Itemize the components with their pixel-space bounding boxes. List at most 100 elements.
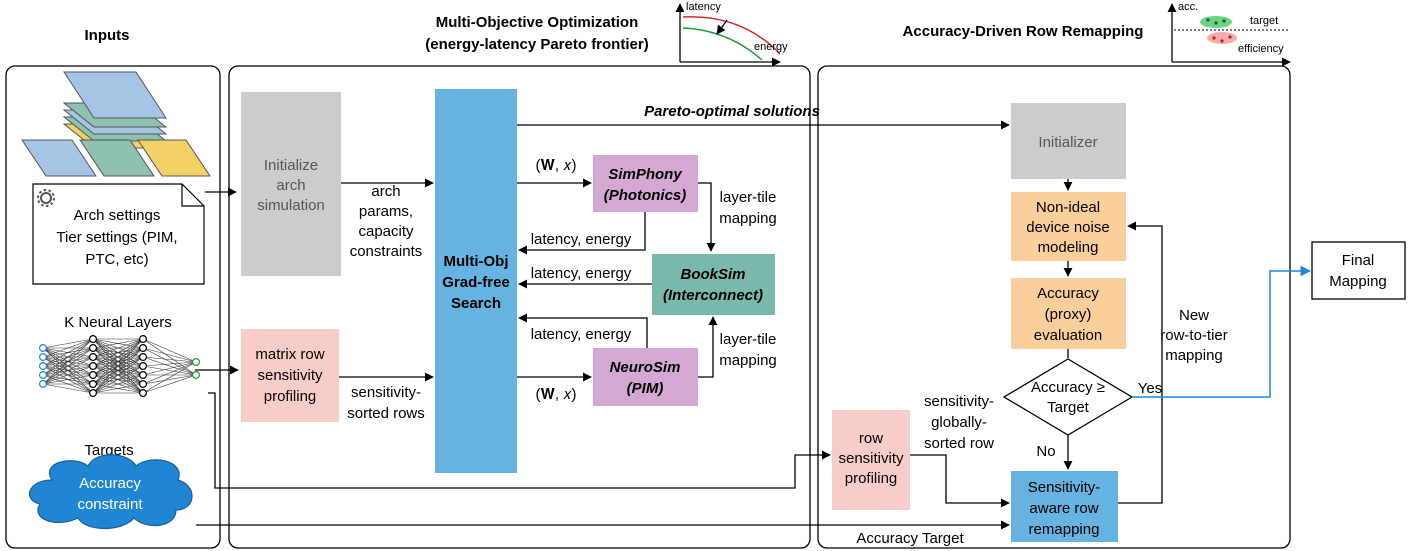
- w-x-top-label: (𝐖, 𝑥): [535, 157, 576, 174]
- matrix-row-profiling-text-2: sensitivity: [257, 367, 323, 384]
- nn-node: [192, 358, 201, 367]
- w-x-bottom-label: (𝐖, 𝑥): [535, 386, 576, 403]
- nn-node: [88, 344, 97, 353]
- arch-settings-text-1: Arch settings: [74, 207, 161, 224]
- noise-modeling-text-3: modeling: [1038, 239, 1099, 256]
- inset-efficiency-label: efficiency: [1238, 43, 1284, 55]
- arch-params-text-4: constraints: [350, 243, 423, 260]
- nn-node: [139, 380, 148, 389]
- no-label: No: [1036, 443, 1055, 460]
- nn-edge: [92, 338, 144, 394]
- nn-edge: [42, 338, 94, 367]
- initializer-text: Initializer: [1038, 134, 1097, 151]
- latency-energy-label-2: latency, energy: [531, 265, 632, 282]
- remap-heading: Accuracy-Driven Row Remapping: [903, 23, 1144, 40]
- moo-panel: [228, 65, 811, 549]
- initializer-box: [1011, 103, 1126, 179]
- neurosim-text-1: NeuroSim: [610, 359, 681, 376]
- nn-edge: [142, 338, 197, 376]
- accuracy-constraint-cloud: [28, 454, 193, 529]
- globally-sorted-text-2: globally-: [931, 414, 987, 431]
- remap-panel: [817, 65, 1291, 549]
- globally-sorted-text-1: sensitivity-: [924, 393, 994, 410]
- row-profiling-text-1: row: [859, 430, 883, 447]
- nn-edge: [142, 338, 197, 363]
- arch-params-text-1: arch: [371, 183, 400, 200]
- search-text-2: Grad-free: [442, 274, 510, 291]
- nn-edge: [142, 356, 197, 363]
- final-mapping-box: [1311, 241, 1406, 300]
- nn-edge: [142, 361, 197, 385]
- sorted-rows-text-2: sorted rows: [347, 405, 425, 422]
- nn-edge: [92, 365, 144, 394]
- connector-arrows: [195, 120, 1163, 530]
- nn-edge: [142, 356, 197, 376]
- settings-document: [32, 183, 205, 285]
- accuracy-eval-text-2: (proxy): [1045, 306, 1092, 323]
- row-profiling-text-2: sensitivity: [838, 450, 904, 467]
- arch-params-text-2: params,: [359, 203, 413, 220]
- noise-modeling-text-1: Non-ideal: [1036, 199, 1100, 216]
- new-mapping-text-3: mapping: [1165, 347, 1223, 364]
- arch-settings-text-3: PTC, etc): [85, 251, 148, 268]
- noise-modeling-text-2: device noise: [1026, 219, 1109, 236]
- k-neural-layers-label: K Neural Layers: [64, 314, 172, 331]
- nn-edge: [142, 374, 197, 385]
- matrix-row-profiling-text-3: profiling: [264, 388, 317, 405]
- accuracy-inset-chart: acc. target efficiency: [1167, 1, 1291, 67]
- init-arch-sim-text-2: arch: [276, 177, 305, 194]
- layer-tile-mapping-bottom-1: layer-tile: [720, 331, 777, 348]
- nn-edge: [92, 374, 144, 394]
- simphony-box: [593, 155, 698, 212]
- nn-node: [88, 335, 97, 344]
- nn-edge: [92, 356, 144, 394]
- nn-node: [139, 389, 148, 398]
- init-arch-sim-text-1: Initialize: [264, 157, 318, 174]
- final-mapping-text-1: Final: [1342, 252, 1375, 269]
- nn-node: [88, 389, 97, 398]
- accuracy-constraint-text-2: constraint: [77, 496, 143, 513]
- gear-icon: [37, 189, 55, 207]
- search-text-3: Search: [451, 295, 501, 312]
- neural-network-icon: [38, 335, 201, 398]
- nn-node: [38, 344, 47, 353]
- nn-node: [88, 362, 97, 371]
- yes-label: Yes: [1138, 380, 1162, 397]
- accuracy-eval-text-3: evaluation: [1034, 327, 1102, 344]
- inputs-heading: Inputs: [85, 27, 130, 44]
- nn-edge: [142, 347, 197, 376]
- remapping-text-3: remapping: [1029, 521, 1100, 538]
- nn-edge: [42, 347, 94, 385]
- nn-edge: [142, 347, 197, 363]
- nn-node: [139, 362, 148, 371]
- nn-node: [38, 362, 47, 371]
- nn-node: [88, 353, 97, 362]
- neurosim-text-2: (PIM): [627, 380, 664, 397]
- arch-params-text-3: capacity: [358, 223, 414, 240]
- pareto-inset-chart: latency energy: [675, 1, 788, 67]
- moo-heading-line2: (energy-latency Pareto frontier): [425, 36, 648, 53]
- layer-tile-mapping-top-1: layer-tile: [720, 189, 777, 206]
- nn-node: [139, 353, 148, 362]
- inset-latency-label: latency: [686, 1, 721, 13]
- booksim-box: [652, 254, 775, 315]
- nn-edge: [42, 338, 94, 385]
- simphony-text-2: (Photonics): [604, 187, 687, 204]
- sorted-rows-text-1: sensitivity-: [351, 384, 421, 401]
- layer-tile-mapping-bottom-2: mapping: [719, 352, 777, 369]
- accuracy-constraint-text-1: Accuracy: [79, 475, 141, 492]
- nn-edge: [92, 338, 144, 385]
- nn-edge: [142, 374, 197, 394]
- matrix-row-profiling-box: [241, 329, 339, 422]
- latency-energy-label-3: latency, energy: [531, 326, 632, 343]
- nn-node: [139, 335, 148, 344]
- latency-energy-label-1: latency, energy: [531, 231, 632, 248]
- accuracy-target-label: Accuracy Target: [856, 530, 964, 547]
- nn-edge: [92, 338, 144, 376]
- nn-edge: [42, 356, 94, 385]
- accuracy-eval-box: [1011, 278, 1126, 349]
- init-arch-sim-text-3: simulation: [257, 197, 325, 214]
- nn-node: [38, 371, 47, 380]
- booksim-text-2: (Interconnect): [663, 287, 763, 304]
- remapping-text-1: Sensitivity-: [1028, 479, 1101, 496]
